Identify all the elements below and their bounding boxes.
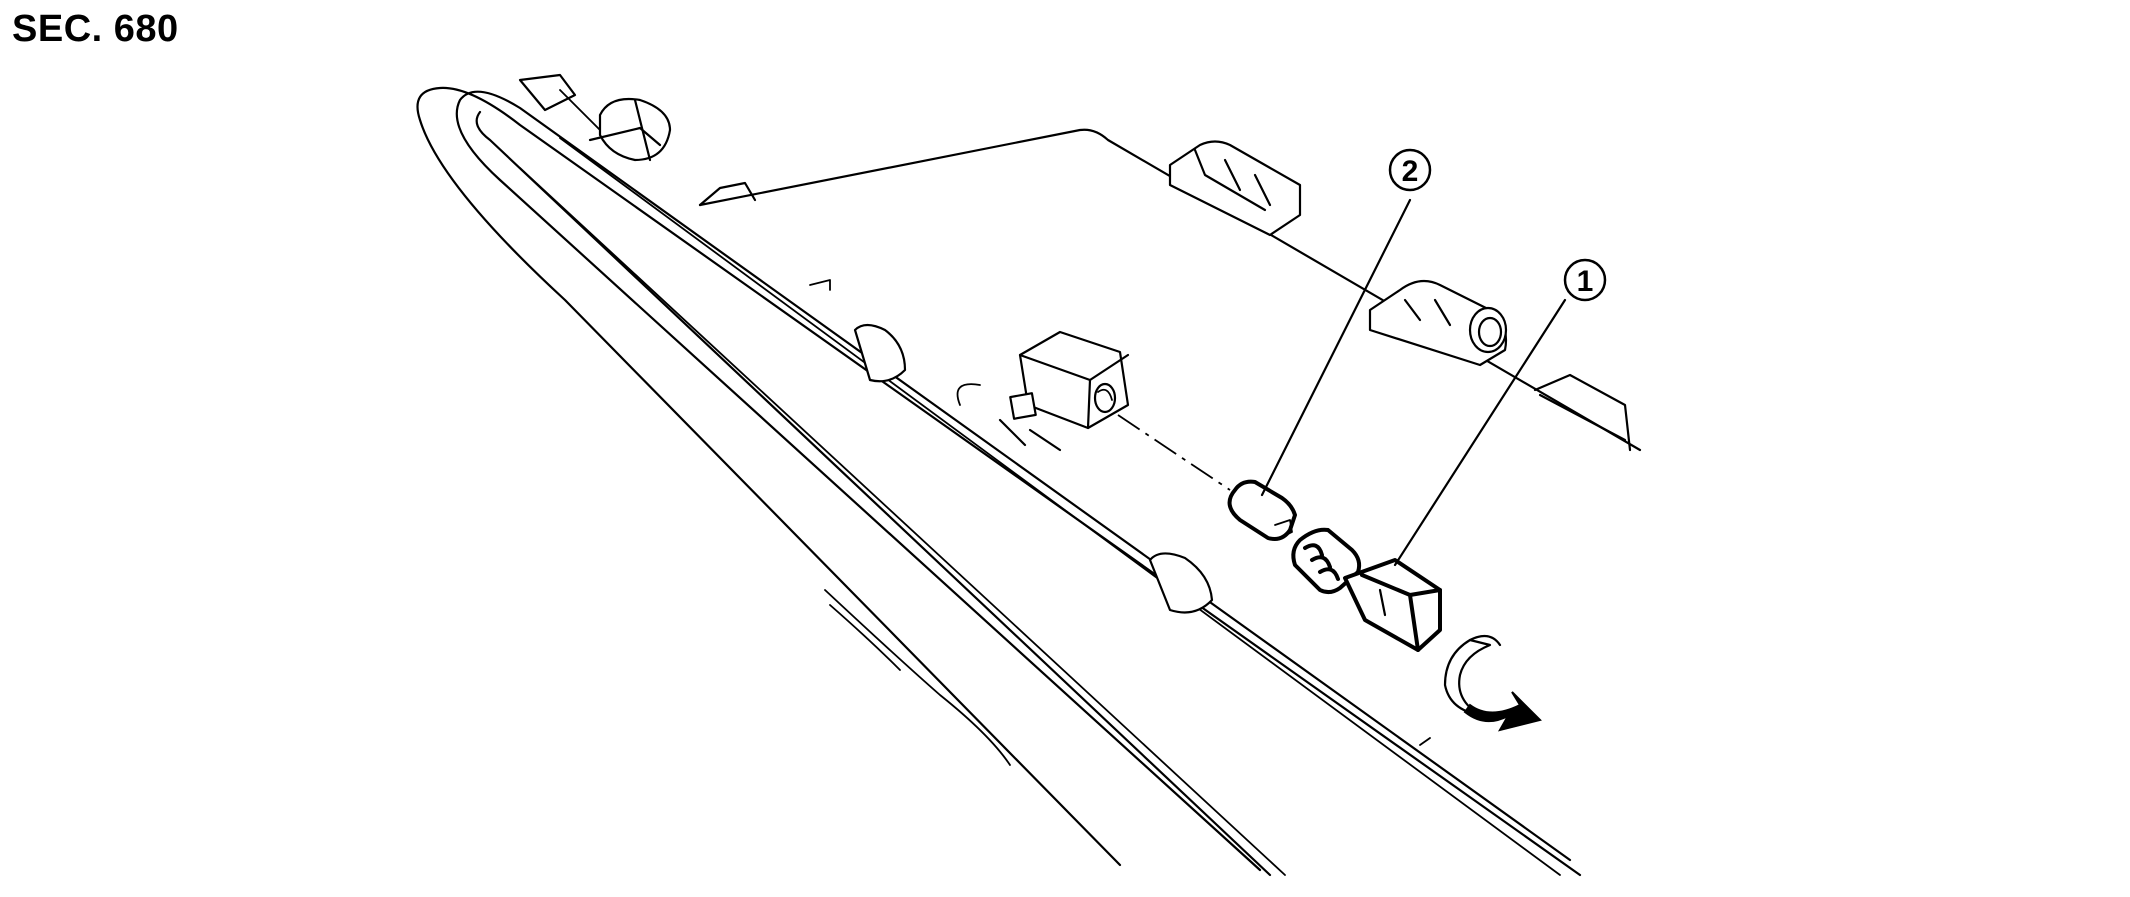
bulb bbox=[1227, 479, 1297, 541]
callout-2: 2 bbox=[1388, 148, 1432, 192]
top-right-clips bbox=[1168, 140, 1508, 367]
alignment-line bbox=[1117, 414, 1231, 491]
callout-2-number: 2 bbox=[1402, 155, 1419, 188]
callout-1: 1 bbox=[1563, 258, 1607, 302]
section-label: SEC. 680 bbox=[12, 8, 179, 50]
leader-line-2 bbox=[1260, 198, 1412, 497]
socket-receptacle bbox=[998, 330, 1130, 452]
leader-line-1 bbox=[1393, 298, 1567, 567]
top-left-clip bbox=[518, 73, 672, 162]
curved-arrow-icon bbox=[1443, 634, 1542, 732]
callout-1-number: 1 bbox=[1577, 265, 1594, 298]
lamp-housing bbox=[698, 128, 1642, 614]
bulb-socket bbox=[1291, 527, 1442, 652]
lamp-lens bbox=[416, 86, 1582, 877]
